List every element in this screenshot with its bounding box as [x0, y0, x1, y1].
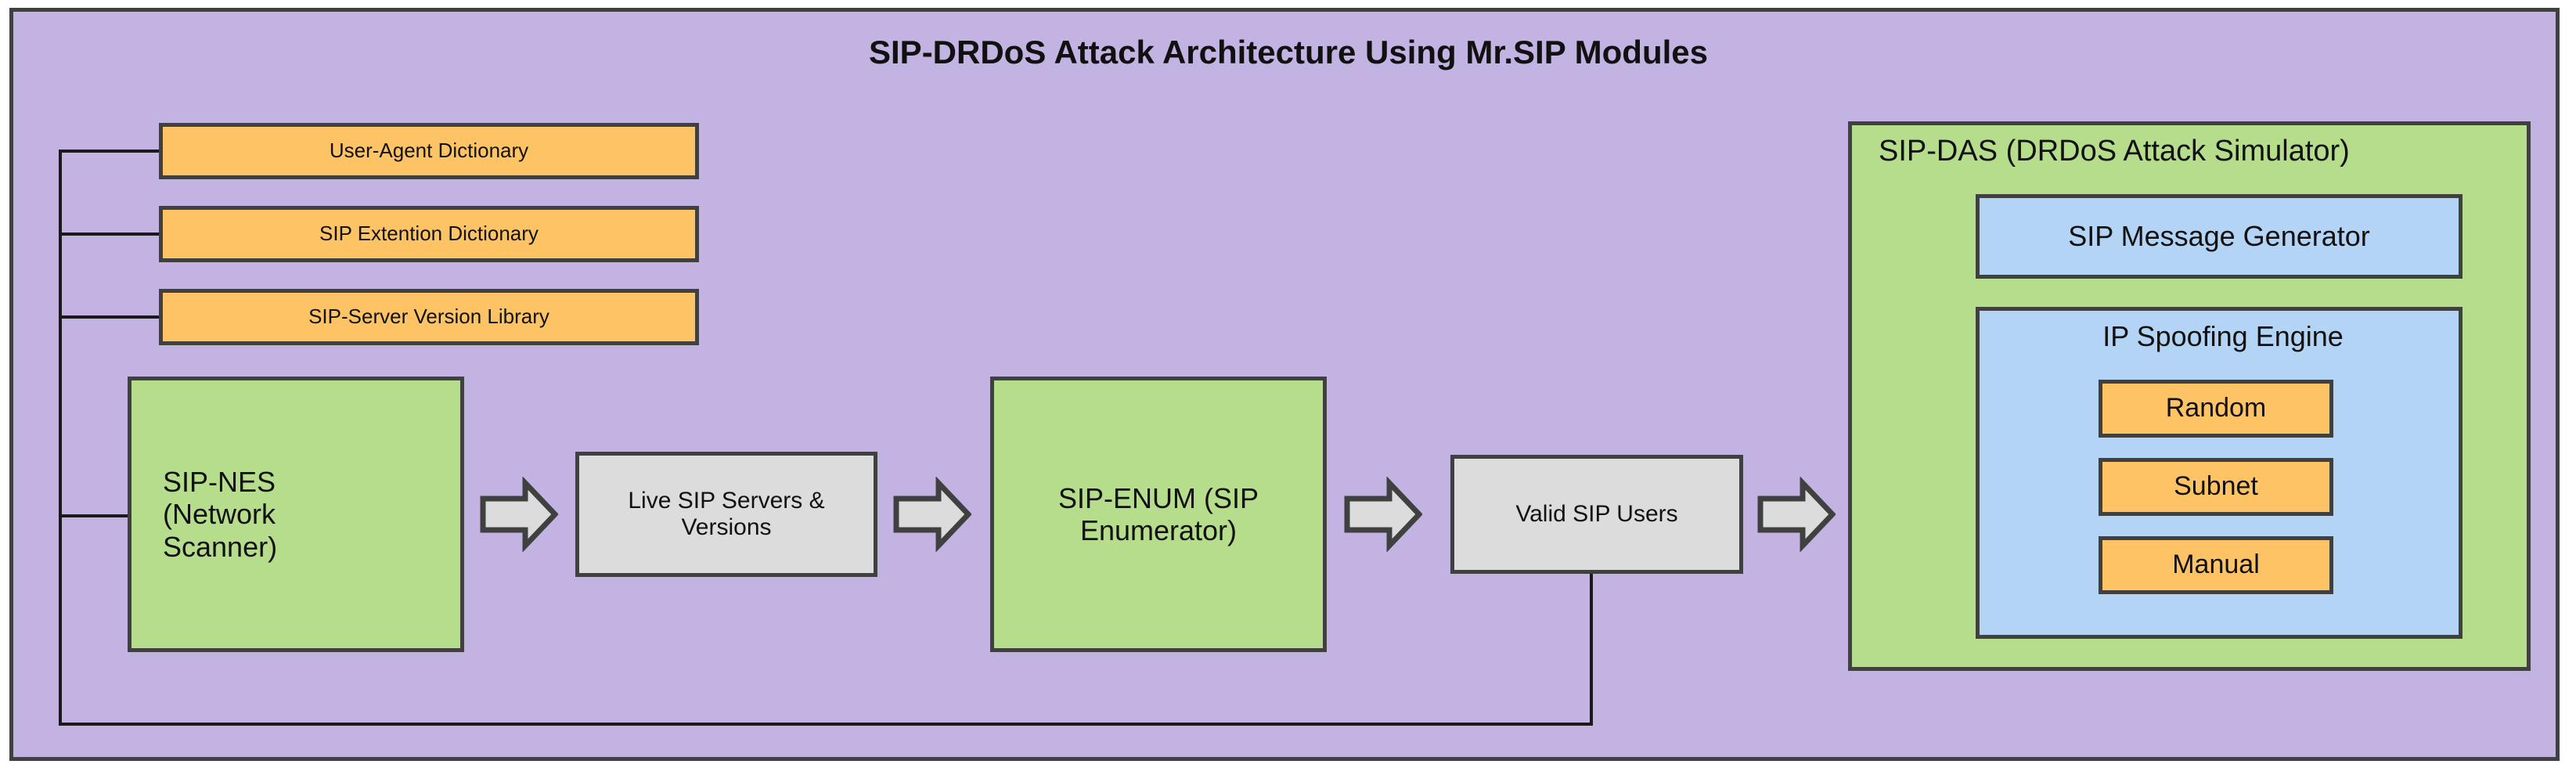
box-spoof-mode-manual[interactable]: Manual: [2099, 536, 2333, 594]
box-sip-das[interactable]: SIP-DAS (DRDoS Attack Simulator) SIP Mes…: [1848, 121, 2531, 671]
page-title: SIP-DRDoS Attack Architecture Using Mr.S…: [869, 34, 1708, 70]
box-sip-server-version-library[interactable]: SIP-Server Version Library: [159, 289, 699, 345]
wire-feedback-down: [1590, 574, 1593, 726]
box-spoof-mode-random[interactable]: Random: [2099, 380, 2333, 438]
box-valid-sip-users-label: Valid SIP Users: [1515, 500, 1678, 527]
box-user-agent-dictionary-label: User-Agent Dictionary: [329, 139, 529, 163]
box-sip-extention-dictionary-label: SIP Extention Dictionary: [319, 222, 539, 246]
box-sip-enum-line-2: Enumerator): [1079, 514, 1238, 546]
arrow-sip-enum-to-valid-users: [1344, 476, 1423, 553]
wire-feedback-left: [59, 723, 1593, 726]
box-live-sip-servers-versions[interactable]: Live SIP Servers &Versions: [575, 452, 877, 577]
wire-branch-user-agent-dictionary: [59, 150, 160, 153]
box-sip-nes-line-3: Scanner): [163, 530, 278, 563]
wire-left-trunk: [59, 150, 62, 726]
box-ip-spoofing-engine[interactable]: IP Spoofing Engine Random Subnet Manual: [1976, 307, 2463, 639]
diagram-outer-frame: SIP-DRDoS Attack Architecture Using Mr.S…: [9, 8, 2560, 761]
box-live-sip-servers-line-2: Versions: [681, 514, 772, 540]
wire-branch-sip-extention-dictionary: [59, 232, 160, 236]
arrow-live-servers-to-sip-enum: [893, 476, 972, 553]
box-sip-enum-line-1: SIP-ENUM (SIP: [1057, 481, 1259, 514]
box-spoof-mode-manual-label: Manual: [2172, 550, 2260, 580]
box-user-agent-dictionary[interactable]: User-Agent Dictionary: [159, 123, 699, 179]
box-sip-message-generator-label: SIP Message Generator: [2068, 220, 2370, 253]
box-spoof-mode-random-label: Random: [2165, 393, 2267, 424]
arrow-sip-nes-to-live-servers: [480, 476, 559, 553]
box-valid-sip-users[interactable]: Valid SIP Users: [1450, 455, 1743, 574]
box-spoof-mode-subnet-label: Subnet: [2174, 471, 2258, 502]
box-sip-das-label: SIP-DAS (DRDoS Attack Simulator): [1879, 135, 2350, 168]
arrow-valid-users-to-sip-das: [1757, 476, 1836, 553]
wire-branch-sip-server-version-library: [59, 315, 160, 319]
box-sip-nes-line-1: SIP-NES: [163, 465, 276, 498]
box-sip-server-version-library-label: SIP-Server Version Library: [308, 305, 549, 329]
box-sip-extention-dictionary[interactable]: SIP Extention Dictionary: [159, 206, 699, 262]
box-ip-spoofing-engine-label: IP Spoofing Engine: [2102, 320, 2344, 352]
box-sip-nes-line-2: (Network: [163, 498, 276, 531]
box-live-sip-servers-versions-label: Live SIP Servers &Versions: [620, 488, 832, 542]
box-live-sip-servers-line-1: Live SIP Servers &: [628, 487, 825, 514]
box-sip-message-generator[interactable]: SIP Message Generator: [1976, 194, 2463, 279]
box-spoof-mode-subnet[interactable]: Subnet: [2099, 458, 2333, 516]
wire-branch-sip-nes: [59, 514, 131, 517]
